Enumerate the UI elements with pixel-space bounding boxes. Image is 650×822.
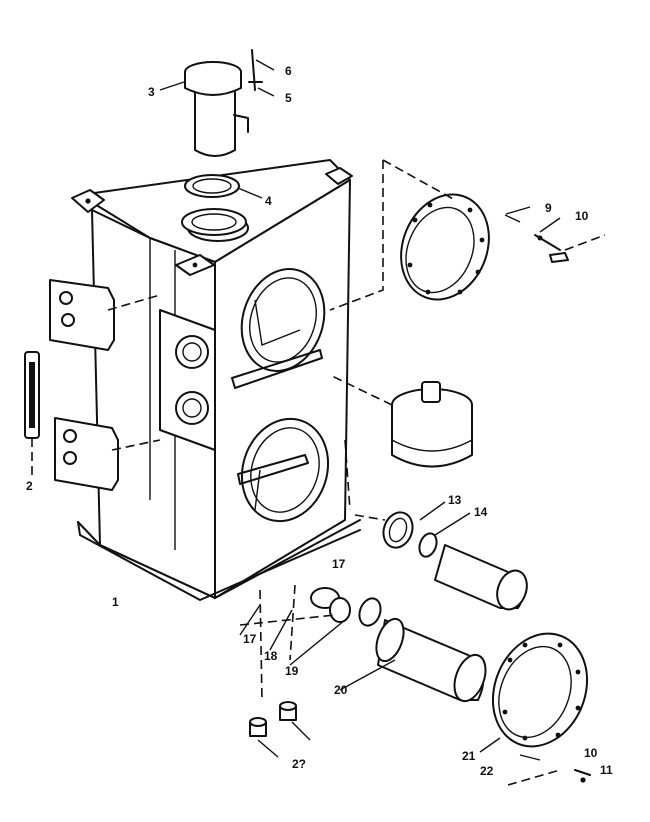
filter-canister (329, 374, 473, 468)
callout-10-top: 10 (575, 209, 589, 223)
callout-17-right: 17 (332, 557, 346, 571)
callout-11: 11 (600, 763, 613, 777)
filter-element-upper (434, 544, 528, 611)
callout-2: 2 (26, 479, 33, 493)
cap-screws (248, 49, 263, 91)
callout-14: 14 (474, 505, 488, 519)
sight-gauge (24, 351, 40, 475)
callout-19: 19 (285, 664, 299, 678)
callout-10-bottom: 10 (584, 746, 598, 760)
gasket-rings (181, 174, 247, 236)
callout-1: 1 (112, 595, 119, 609)
leader-lines (159, 59, 561, 758)
upper-access-port (231, 268, 326, 389)
fitting-bracket (159, 309, 216, 451)
filter-element-lower (375, 617, 487, 703)
callout-4: 4 (265, 194, 272, 208)
callout-20: 20 (334, 683, 348, 697)
callout-5: 5 (285, 91, 292, 105)
breather-cap (184, 61, 249, 157)
callout-3: 3 (148, 85, 155, 99)
side-gaskets (49, 279, 161, 491)
callout-17-left: 17 (243, 632, 257, 646)
drain-plugs (249, 701, 297, 737)
callout-labels: 1 2 3 4 5 6 9 10 13 14 17 17 18 19 20 21… (26, 64, 613, 778)
callout-18: 18 (264, 649, 278, 663)
callout-9: 9 (545, 201, 552, 215)
lower-fittings (239, 584, 382, 701)
lower-access-port (237, 417, 330, 523)
top-cover-plate (329, 159, 606, 311)
callout-13: 13 (448, 493, 462, 507)
callout-6: 6 (285, 64, 292, 78)
callout-21: 21 (462, 749, 476, 763)
callout-22: 22 (480, 764, 494, 778)
bottom-cover-plate (491, 632, 591, 786)
elbow-fitting (344, 439, 438, 558)
callout-23: 2? (292, 757, 306, 771)
